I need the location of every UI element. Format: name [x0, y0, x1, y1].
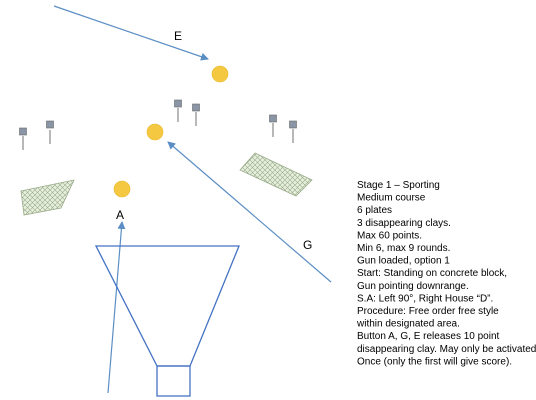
- stage-info-line: Procedure: Free order free style: [357, 306, 499, 317]
- stage-info-line: Stage 1 – Sporting: [357, 180, 440, 191]
- stage-info-line: within designated area.: [356, 319, 460, 330]
- label-a: A: [116, 208, 124, 222]
- stage-info-line: Once (only the first will give score).: [357, 356, 512, 367]
- target-post: [46, 120, 54, 144]
- target-post: [289, 120, 297, 143]
- shooting-box: [156, 365, 191, 397]
- stage-info: Stage 1 – Sporting Medium course 6 plate…: [356, 180, 536, 367]
- net-right: [239, 152, 313, 197]
- target-post: [269, 114, 277, 137]
- arrow-g: [167, 141, 332, 283]
- stage-info-line: 6 plates: [357, 205, 392, 216]
- stage-info-line: 3 disappearing clays.: [357, 218, 451, 229]
- arrow-e: [53, 5, 209, 61]
- stage-info-line: disappearing clay. May only be activated: [357, 344, 536, 355]
- arrow-a: [107, 221, 126, 394]
- stage-info-line: Start: Standing on concrete block,: [357, 268, 507, 279]
- disappearing-clay-a: [113, 180, 131, 198]
- stage-info-line: Button A, G, E releases 10 point: [357, 331, 500, 342]
- label-e: E: [174, 29, 182, 43]
- target-post: [174, 99, 182, 122]
- stage-info-line: Min 6, max 9 rounds.: [357, 243, 450, 254]
- stage-info-line: Gun loaded, option 1: [357, 256, 450, 267]
- stage-info-line: Gun pointing downrange.: [357, 281, 469, 292]
- target-post: [19, 127, 27, 150]
- target-post: [192, 103, 200, 126]
- shooting-funnel: [94, 245, 240, 367]
- disappearing-clay-e: [211, 65, 229, 83]
- label-g: G: [303, 238, 312, 252]
- net-left: [20, 179, 75, 216]
- stage-info-line: S.A: Left 90°, Right House “D”.: [357, 293, 493, 304]
- disappearing-clay-g: [146, 123, 164, 141]
- stage-info-line: Max 60 points.: [357, 230, 422, 241]
- stage-info-line: Medium course: [357, 193, 426, 204]
